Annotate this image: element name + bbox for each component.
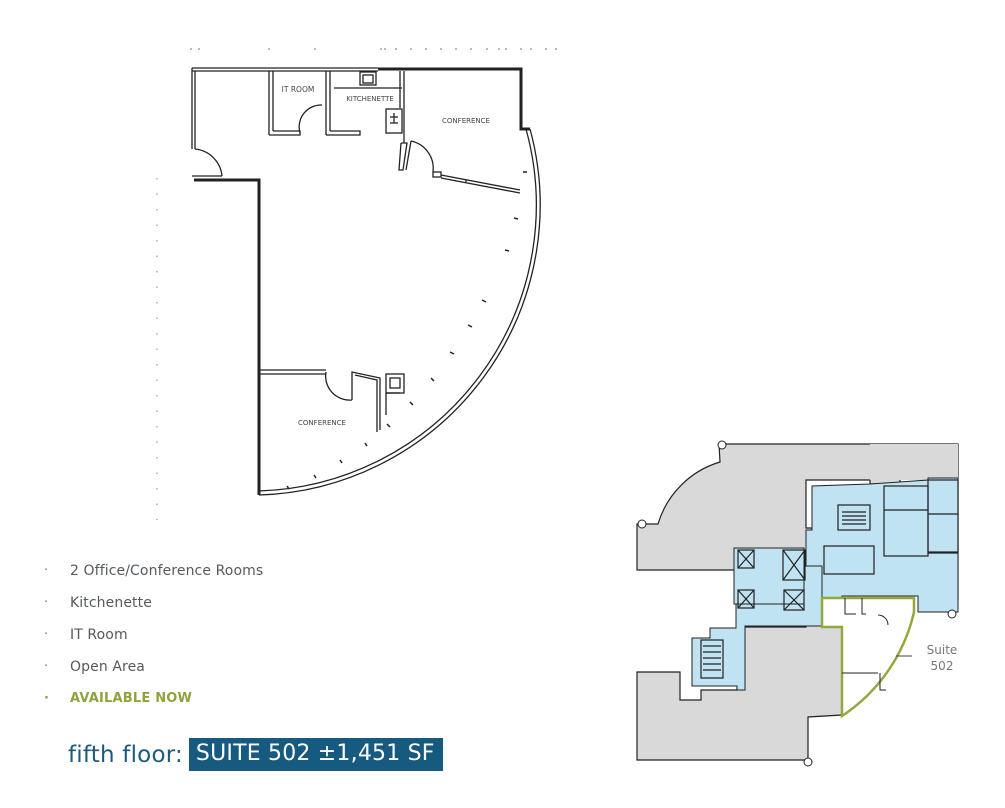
room-label-conference-upper: CONFERENCE	[442, 117, 490, 125]
bullet-icon: ·	[44, 627, 49, 642]
floor-label: fifth floor:	[68, 741, 183, 768]
feature-label: Open Area	[70, 659, 145, 675]
feature-list: · 2 Office/Conference Rooms · Kitchenett…	[40, 560, 263, 720]
room-label-conference-lower: CONFERENCE	[298, 419, 346, 427]
feature-label: Kitchenette	[70, 595, 152, 611]
suite-title: fifth floor: SUITE 502 ±1,451 SF	[68, 738, 443, 771]
feature-item-available-now: · AVAILABLE NOW	[40, 688, 263, 720]
bullet-icon: ·	[44, 691, 50, 706]
room-label-kitchenette: KITCHENETTE	[346, 95, 394, 103]
dimension-dots-top	[190, 48, 557, 50]
availability-label: AVAILABLE NOW	[70, 691, 193, 706]
feature-item-conference-rooms: · 2 Office/Conference Rooms	[40, 560, 263, 592]
feature-item-open-area: · Open Area	[40, 656, 263, 688]
suite-info-badge: SUITE 502 ±1,451 SF	[188, 738, 443, 771]
feature-label: IT Room	[70, 627, 128, 643]
feature-item-it-room: · IT Room	[40, 624, 263, 656]
key-plan: Suite 502	[630, 438, 970, 770]
bullet-icon: ·	[44, 563, 49, 578]
suite-floor-plan: IT ROOM KITCHENETTE CONFERENCE CONFERENC…	[140, 40, 560, 530]
suite-502-outline	[820, 596, 916, 719]
suite-label-line2: 502	[931, 659, 954, 673]
bullet-icon: ·	[44, 659, 49, 674]
feature-item-kitchenette: · Kitchenette	[40, 592, 263, 624]
room-label-it-room: IT ROOM	[282, 85, 315, 94]
bullet-icon: ·	[44, 595, 49, 610]
feature-label: 2 Office/Conference Rooms	[70, 563, 264, 579]
suite-label-line1: Suite	[927, 643, 958, 657]
